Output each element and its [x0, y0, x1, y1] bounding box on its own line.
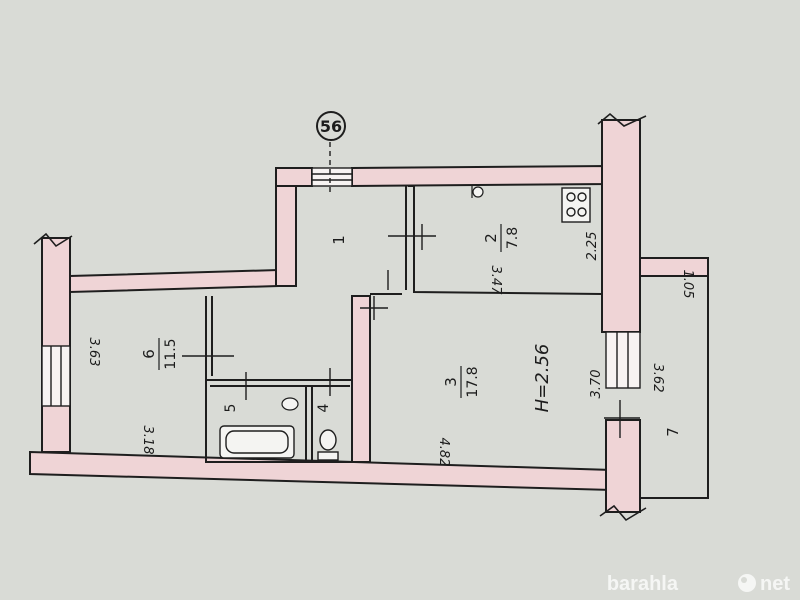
windows: [41, 167, 641, 407]
wall-right-upper: [601, 119, 641, 333]
watermark: barahla net: [607, 573, 790, 595]
room-2-label: 2 7.8: [482, 224, 521, 252]
axis-marker-label: 56: [320, 117, 342, 136]
stove-icon: [561, 187, 591, 223]
dim-room6-width: 3.63: [86, 338, 101, 367]
bathtub-icon: [219, 425, 295, 459]
watermark-suffix: net: [760, 573, 790, 595]
wall-top-main: [351, 164, 611, 188]
room-4-number: 4: [316, 403, 332, 412]
window-corridor: [311, 167, 353, 187]
ceiling-height: H=2.56: [532, 344, 553, 413]
window-room3: [605, 331, 641, 389]
kitchen-partition: [408, 185, 603, 295]
wall-top-left-seg: [275, 167, 313, 187]
dim-balcony-length: 3.62: [650, 364, 665, 393]
walls: [29, 119, 709, 513]
sanitary-block: [205, 379, 353, 463]
dim-room3-width: 3.70: [589, 370, 604, 399]
dim-kitchen-length: 3.47: [488, 266, 503, 296]
axis-marker: 56: [316, 111, 346, 196]
room-6-label: 6 11.5: [140, 338, 179, 370]
axis-marker-circle: [316, 111, 346, 141]
room-1-number: 1: [330, 235, 348, 245]
wall-left-top: [69, 268, 279, 294]
wall-corridor-left: [275, 171, 297, 287]
toilet-icon: [317, 429, 339, 461]
room-3-label: 3 17.8: [442, 366, 481, 398]
room-5-number: 5: [223, 404, 239, 413]
wall-left-exterior: [41, 237, 71, 453]
balcony-slab-top: [639, 257, 709, 277]
watermark-brand: barahla: [607, 573, 679, 595]
room-7-number: 7: [664, 427, 682, 437]
watermark-ball-icon: [738, 574, 756, 592]
sink-icon: [471, 186, 484, 198]
room-3-area: 17.8: [465, 366, 481, 397]
partitions: [205, 185, 709, 499]
window-room6: [41, 345, 71, 407]
dim-kitchen-width: 2.25: [585, 232, 600, 261]
room-2-number: 2: [482, 233, 500, 243]
wall-right-lower: [605, 419, 641, 513]
dim-room6-length: 3.18: [140, 426, 155, 455]
room-2-area: 7.8: [505, 227, 521, 249]
washbasin-icon: [281, 397, 299, 411]
room-3-number: 3: [442, 377, 460, 387]
room-6-number: 6: [140, 349, 158, 359]
dim-room3-length: 4.82: [436, 438, 451, 467]
break-marks: [33, 112, 647, 522]
wall-interior-hall-room3: [351, 295, 371, 463]
door-marks: [182, 224, 640, 438]
balcony-outline: [640, 275, 709, 499]
room-6-area: 11.5: [163, 338, 179, 369]
dim-balcony-width: 1.05: [680, 270, 695, 299]
